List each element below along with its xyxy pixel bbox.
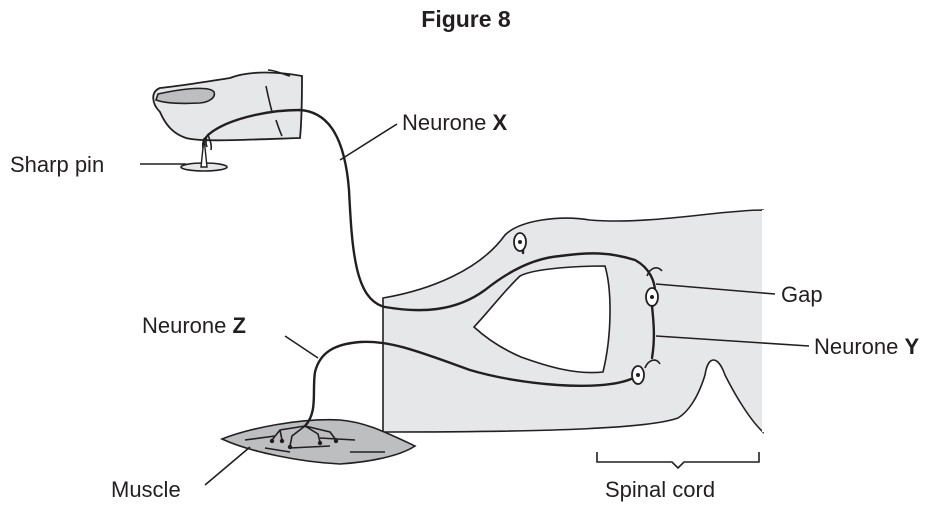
label-gap: Gap [781,282,823,307]
muscle-leader [205,447,250,485]
end-plate-dot [318,441,322,445]
label-neurone-y: Neurone Y [814,334,920,359]
neurone-x-leader [340,124,397,160]
spinal-cord-brace [597,452,759,468]
neurone-y-nucleus [650,295,654,299]
end-plate-dot [334,439,338,443]
label-sharp-pin: Sharp pin [10,152,104,177]
label-spinal-cord: Spinal cord [605,477,715,502]
label-neurone-x: Neurone X [402,110,508,135]
finger [153,70,302,140]
end-plate-dot [270,439,274,443]
end-plate-dot [288,445,292,449]
label-neurone-z: Neurone Z [142,313,246,338]
neurone-z-nucleus [636,373,640,377]
neurone-x-nucleus [518,240,522,244]
spinal-cord [383,210,763,432]
end-plate-dot [280,439,284,443]
sharp-pin [181,138,227,171]
neurone-z-leader [285,336,318,358]
label-muscle: Muscle [111,477,181,502]
